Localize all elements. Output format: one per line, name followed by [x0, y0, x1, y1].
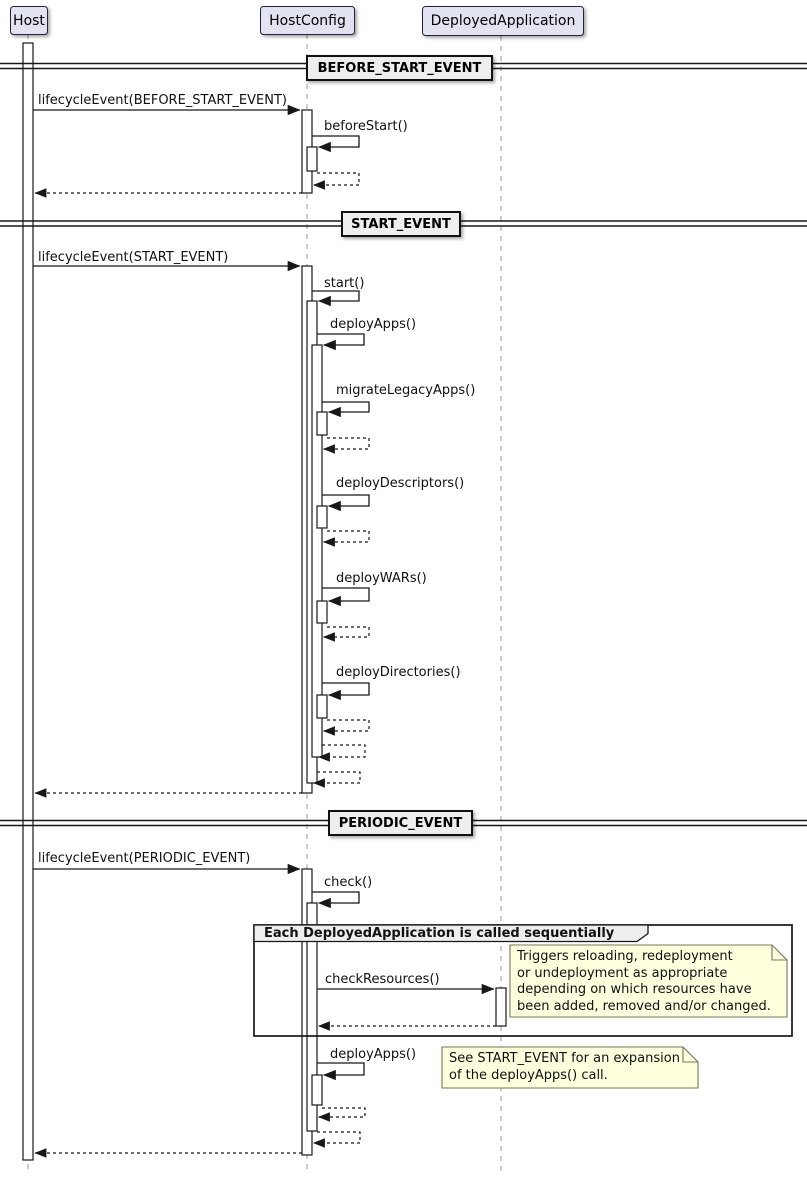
- note-shapes: [441, 944, 788, 1089]
- message-start: start(): [324, 276, 365, 291]
- arrow-deploy-apps-2-self: [317, 1062, 365, 1081]
- return-start: [312, 771, 361, 788]
- activation-deployedapplication: [495, 987, 507, 1027]
- activation-hostconfig-start-l3: [311, 344, 323, 758]
- message-deploy-apps-2: deployApps(): [330, 1047, 417, 1062]
- arrow-deploy-directories-self: [322, 682, 370, 701]
- return-arrows: [34, 172, 496, 1158]
- activation-deploy-directories: [316, 694, 328, 719]
- activation-deploy-wars: [316, 600, 328, 624]
- activation-host: [22, 42, 34, 1161]
- note-see-start-shape: [441, 1046, 699, 1089]
- group-header-shape: [253, 924, 649, 943]
- message-check: check(): [324, 875, 373, 890]
- return-check: [312, 1131, 361, 1148]
- note-triggers-text: Triggers reloading, redeployment or unde…: [517, 949, 771, 1014]
- arrow-deploy-apps-1-self: [317, 333, 365, 351]
- return-migrate-legacy-apps: [322, 437, 370, 454]
- participant-deployedapplication-label: DeployedApplication: [430, 13, 576, 29]
- arrow-deploy-wars-self: [322, 587, 370, 607]
- activation-hostconfig-periodic-l3: [311, 1074, 323, 1106]
- participant-host-label: Host: [13, 12, 45, 29]
- activation-hostconfig-periodic-l2: [306, 902, 318, 1132]
- divider-periodic-event-label: PERIODIC_EVENT: [338, 815, 463, 831]
- return-deploy-apps-1: [317, 744, 366, 762]
- return-deploy-apps-2: [317, 1107, 366, 1122]
- message-deploy-apps-1: deployApps(): [330, 317, 417, 332]
- message-lifecycle-periodic: lifecycleEvent(PERIODIC_EVENT): [38, 851, 251, 866]
- message-lifecycle-before-start: lifecycleEvent(BEFORE_START_EVENT): [38, 93, 287, 108]
- activation-bars: [22, 42, 507, 1161]
- arrow-before-start-self: [312, 135, 360, 153]
- note-triggers-shape: [509, 944, 788, 1018]
- divider-start-event: START_EVENT: [341, 211, 461, 237]
- note-triggers-fold: [771, 945, 787, 961]
- activation-migrate-legacy-apps: [316, 411, 328, 436]
- message-migrate-legacy-apps: migrateLegacyApps(): [336, 383, 476, 398]
- note-see-start-fold: [682, 1047, 698, 1063]
- participant-hostconfig: HostConfig: [260, 6, 355, 35]
- divider-before-start-event: BEFORE_START_EVENT: [306, 55, 493, 81]
- divider-before-start-event-label: BEFORE_START_EVENT: [317, 60, 482, 76]
- arrow-start-self: [312, 290, 360, 307]
- divider-start-event-label: START_EVENT: [351, 216, 451, 232]
- return-before-start-self: [312, 172, 360, 190]
- return-deploy-descriptors: [322, 530, 370, 547]
- message-lifecycle-start: lifecycleEvent(START_EVENT): [38, 250, 229, 265]
- activation-deploy-descriptors: [316, 505, 328, 529]
- group-label: Each DeployedApplication is called seque…: [264, 926, 615, 941]
- group-frame: [253, 924, 793, 1037]
- arrow-check-self: [312, 891, 360, 909]
- arrow-migrate-legacy-apps-self: [322, 401, 370, 418]
- message-deploy-descriptors: deployDescriptors(): [336, 476, 465, 491]
- arrow-deploy-descriptors-self: [322, 494, 370, 512]
- participant-hostconfig-label: HostConfig: [269, 12, 346, 29]
- message-deploy-directories: deployDirectories(): [336, 665, 461, 680]
- divider-periodic-event: PERIODIC_EVENT: [328, 810, 473, 836]
- message-before-start: beforeStart(): [324, 119, 408, 134]
- participant-deployedapplication: DeployedApplication: [422, 6, 584, 36]
- note-see-start-text: See START_EVENT for an expansion of the …: [449, 1051, 680, 1083]
- activation-hostconfig-before-l2: [306, 146, 318, 172]
- lifelines: [27, 34, 502, 1172]
- return-deploy-directories: [322, 719, 370, 736]
- call-arrows: [33, 104, 495, 1081]
- return-deploy-wars: [322, 626, 370, 642]
- participant-host: Host: [10, 6, 48, 35]
- divider-rules: [0, 62, 807, 827]
- message-check-resources: checkResources(): [325, 972, 440, 987]
- message-deploy-wars: deployWARs(): [336, 571, 427, 586]
